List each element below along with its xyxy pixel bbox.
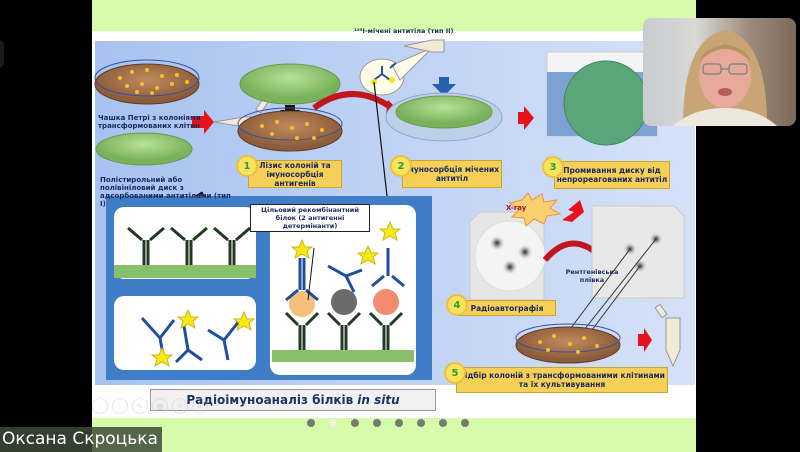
pagination-dot[interactable] — [351, 419, 359, 427]
pagination-dot[interactable] — [439, 419, 447, 427]
slide-title-main: Радіоімуноаналіз білків — [186, 393, 354, 407]
disk-label: Полістирольний або полівініловий диск з … — [100, 176, 231, 208]
arrow-icon — [192, 110, 214, 134]
xray-film-developed — [561, 205, 685, 341]
next-icon[interactable]: › — [112, 398, 128, 414]
arrow-icon — [518, 106, 534, 130]
step-1-number: 1 — [236, 155, 258, 177]
polystyrene-disk — [95, 132, 193, 166]
side-handle — [0, 40, 4, 68]
pagination-dot[interactable] — [329, 419, 337, 427]
xray-burst — [508, 192, 562, 227]
slideshow-controls: ‹ › ✎ ▦ ⌕ ≡ — [92, 398, 208, 414]
slide-title: Радіоімуноаналіз білків in situ — [150, 389, 436, 411]
pagination-dot[interactable] — [373, 419, 381, 427]
slide-footer-band — [92, 418, 696, 452]
petri-dish-colonies — [94, 59, 200, 105]
target-protein-label: Цільовий рекомбінантний білок (2 антиген… — [250, 204, 370, 232]
step-4-label: Радіоавтографія — [458, 300, 556, 316]
pagination-dot[interactable] — [395, 419, 403, 427]
film-label: Рентгенівська плівка — [565, 268, 619, 284]
labeled-antibodies-label: ¹²⁵I-мічені антитіла (тип II) — [354, 27, 454, 35]
pagination-dot[interactable] — [461, 419, 469, 427]
labeled-antibody-callout — [359, 39, 445, 96]
step-3-number: 3 — [542, 156, 564, 178]
petri-dish-label: Чашка Петрі з колоніями трансформованих … — [98, 114, 201, 130]
slide-title-italic: in situ — [357, 393, 400, 407]
slide-pagination — [307, 419, 469, 427]
step-4-number: 4 — [446, 294, 468, 316]
prev-icon[interactable]: ‹ — [92, 398, 108, 414]
zoom-icon[interactable]: ⌕ — [172, 398, 188, 414]
speaker-video — [673, 30, 777, 126]
step-5-number: 5 — [444, 362, 466, 384]
pagination-dot[interactable] — [417, 419, 425, 427]
arrow-icon — [638, 328, 652, 352]
webcam-video — [643, 18, 796, 126]
tube-icon — [654, 303, 681, 368]
labeled-antibodies-box — [114, 296, 256, 370]
pagination-dot[interactable] — [307, 419, 315, 427]
step-2-number: 2 — [390, 155, 412, 177]
step-5-label: Відбір колоній з трансформованими клітин… — [456, 367, 668, 393]
more-icon[interactable]: ≡ — [192, 398, 208, 414]
step-1-label: Лізис колоній та імуносорбція антигенів — [248, 160, 342, 188]
down-arrow-icon — [432, 77, 456, 96]
diagram-graphics — [94, 39, 685, 368]
pen-icon[interactable]: ✎ — [132, 398, 148, 414]
washing-disk — [546, 51, 658, 146]
step-3-label: Промивання диску від непрореагованих ант… — [554, 161, 670, 189]
slide-header-band — [92, 0, 696, 31]
presentation-slide: Чашка Петрі з колоніями трансформованих … — [92, 0, 696, 452]
arrow-icon — [562, 200, 584, 222]
xray-label: X-ray — [506, 204, 527, 212]
xray-film — [469, 211, 546, 301]
participant-name: Оксана Скроцька — [0, 427, 162, 452]
step-2-label: Імуносорбція мічених антитіл — [402, 160, 502, 188]
slides-icon[interactable]: ▦ — [152, 398, 168, 414]
disk-antibodies-box — [114, 207, 256, 279]
